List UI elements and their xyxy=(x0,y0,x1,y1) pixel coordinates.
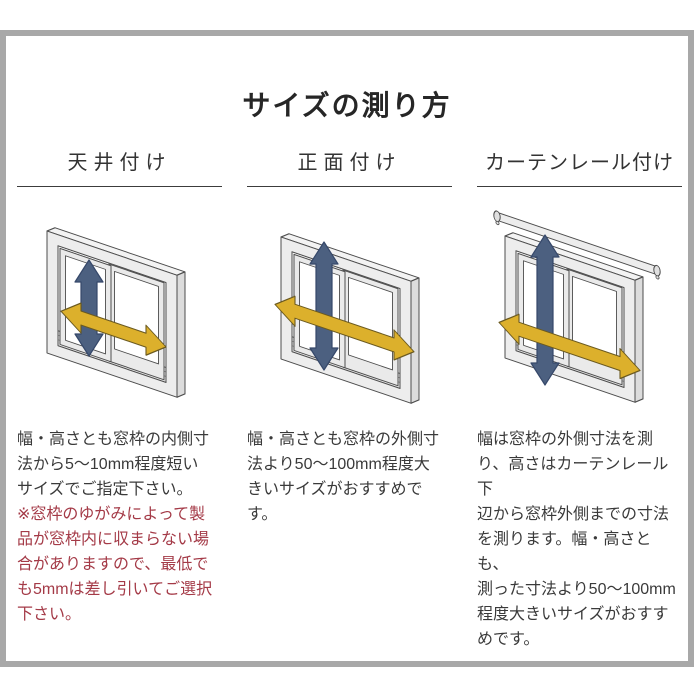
curtain-rail-window-svg xyxy=(493,210,661,406)
columns-container: 天井付け 幅・高さとも窓枠の内側寸 法から5〜10mm程度短い サイズでご指定下… xyxy=(17,150,683,652)
column-curtain-rail-mount: カーテンレール付け xyxy=(477,150,682,652)
width-arrow-icon xyxy=(274,295,415,361)
width-arrow-icon xyxy=(60,302,167,356)
column-description-ceiling-mount: 幅・高さとも窓枠の内側寸 法から5〜10mm程度短い サイズでご指定下さい。 xyxy=(17,431,210,498)
column-description-front-mount: 幅・高さとも窓枠の外側寸 法より50〜100mm程度大 きいサイズがおすすめで … xyxy=(247,431,440,523)
column-heading-ceiling-mount: 天井付け xyxy=(17,150,222,187)
column-ceiling-mount: 天井付け 幅・高さとも窓枠の内側寸 法から5〜10mm程度短い サイズでご指定下… xyxy=(17,150,222,652)
width-arrow-icon xyxy=(498,313,641,380)
column-description-curtain-rail-mount: 幅は窓枠の外側寸法を測 り、高さはカーテンレール下 辺から窓枠外側までの寸法 を… xyxy=(477,431,676,648)
curtain-rail-graphic xyxy=(493,210,661,280)
column-heading-front-mount: 正面付け xyxy=(247,150,452,187)
height-arrow-icon xyxy=(309,241,339,371)
curtain-rail-window-illustration xyxy=(477,193,682,425)
height-arrow-icon xyxy=(74,259,104,357)
page-title: サイズの測り方 xyxy=(242,90,452,121)
column-heading-curtain-rail-mount: カーテンレール付け xyxy=(477,150,682,187)
column-front-mount: 正面付け 幅・高さとも窓枠の外側寸 法より50〜100mm程度大 きいサイズがお… xyxy=(247,150,452,652)
outside-mount-window-illustration xyxy=(247,193,452,425)
inside-mount-window-illustration xyxy=(17,193,222,425)
outside-mount-window-svg xyxy=(274,230,420,407)
column-warning-note: ※窓枠のゆがみによって製 品が窓枠内に収まらない場 合がありますので、最低で も… xyxy=(17,506,213,623)
inside-mount-window-svg xyxy=(46,224,186,401)
